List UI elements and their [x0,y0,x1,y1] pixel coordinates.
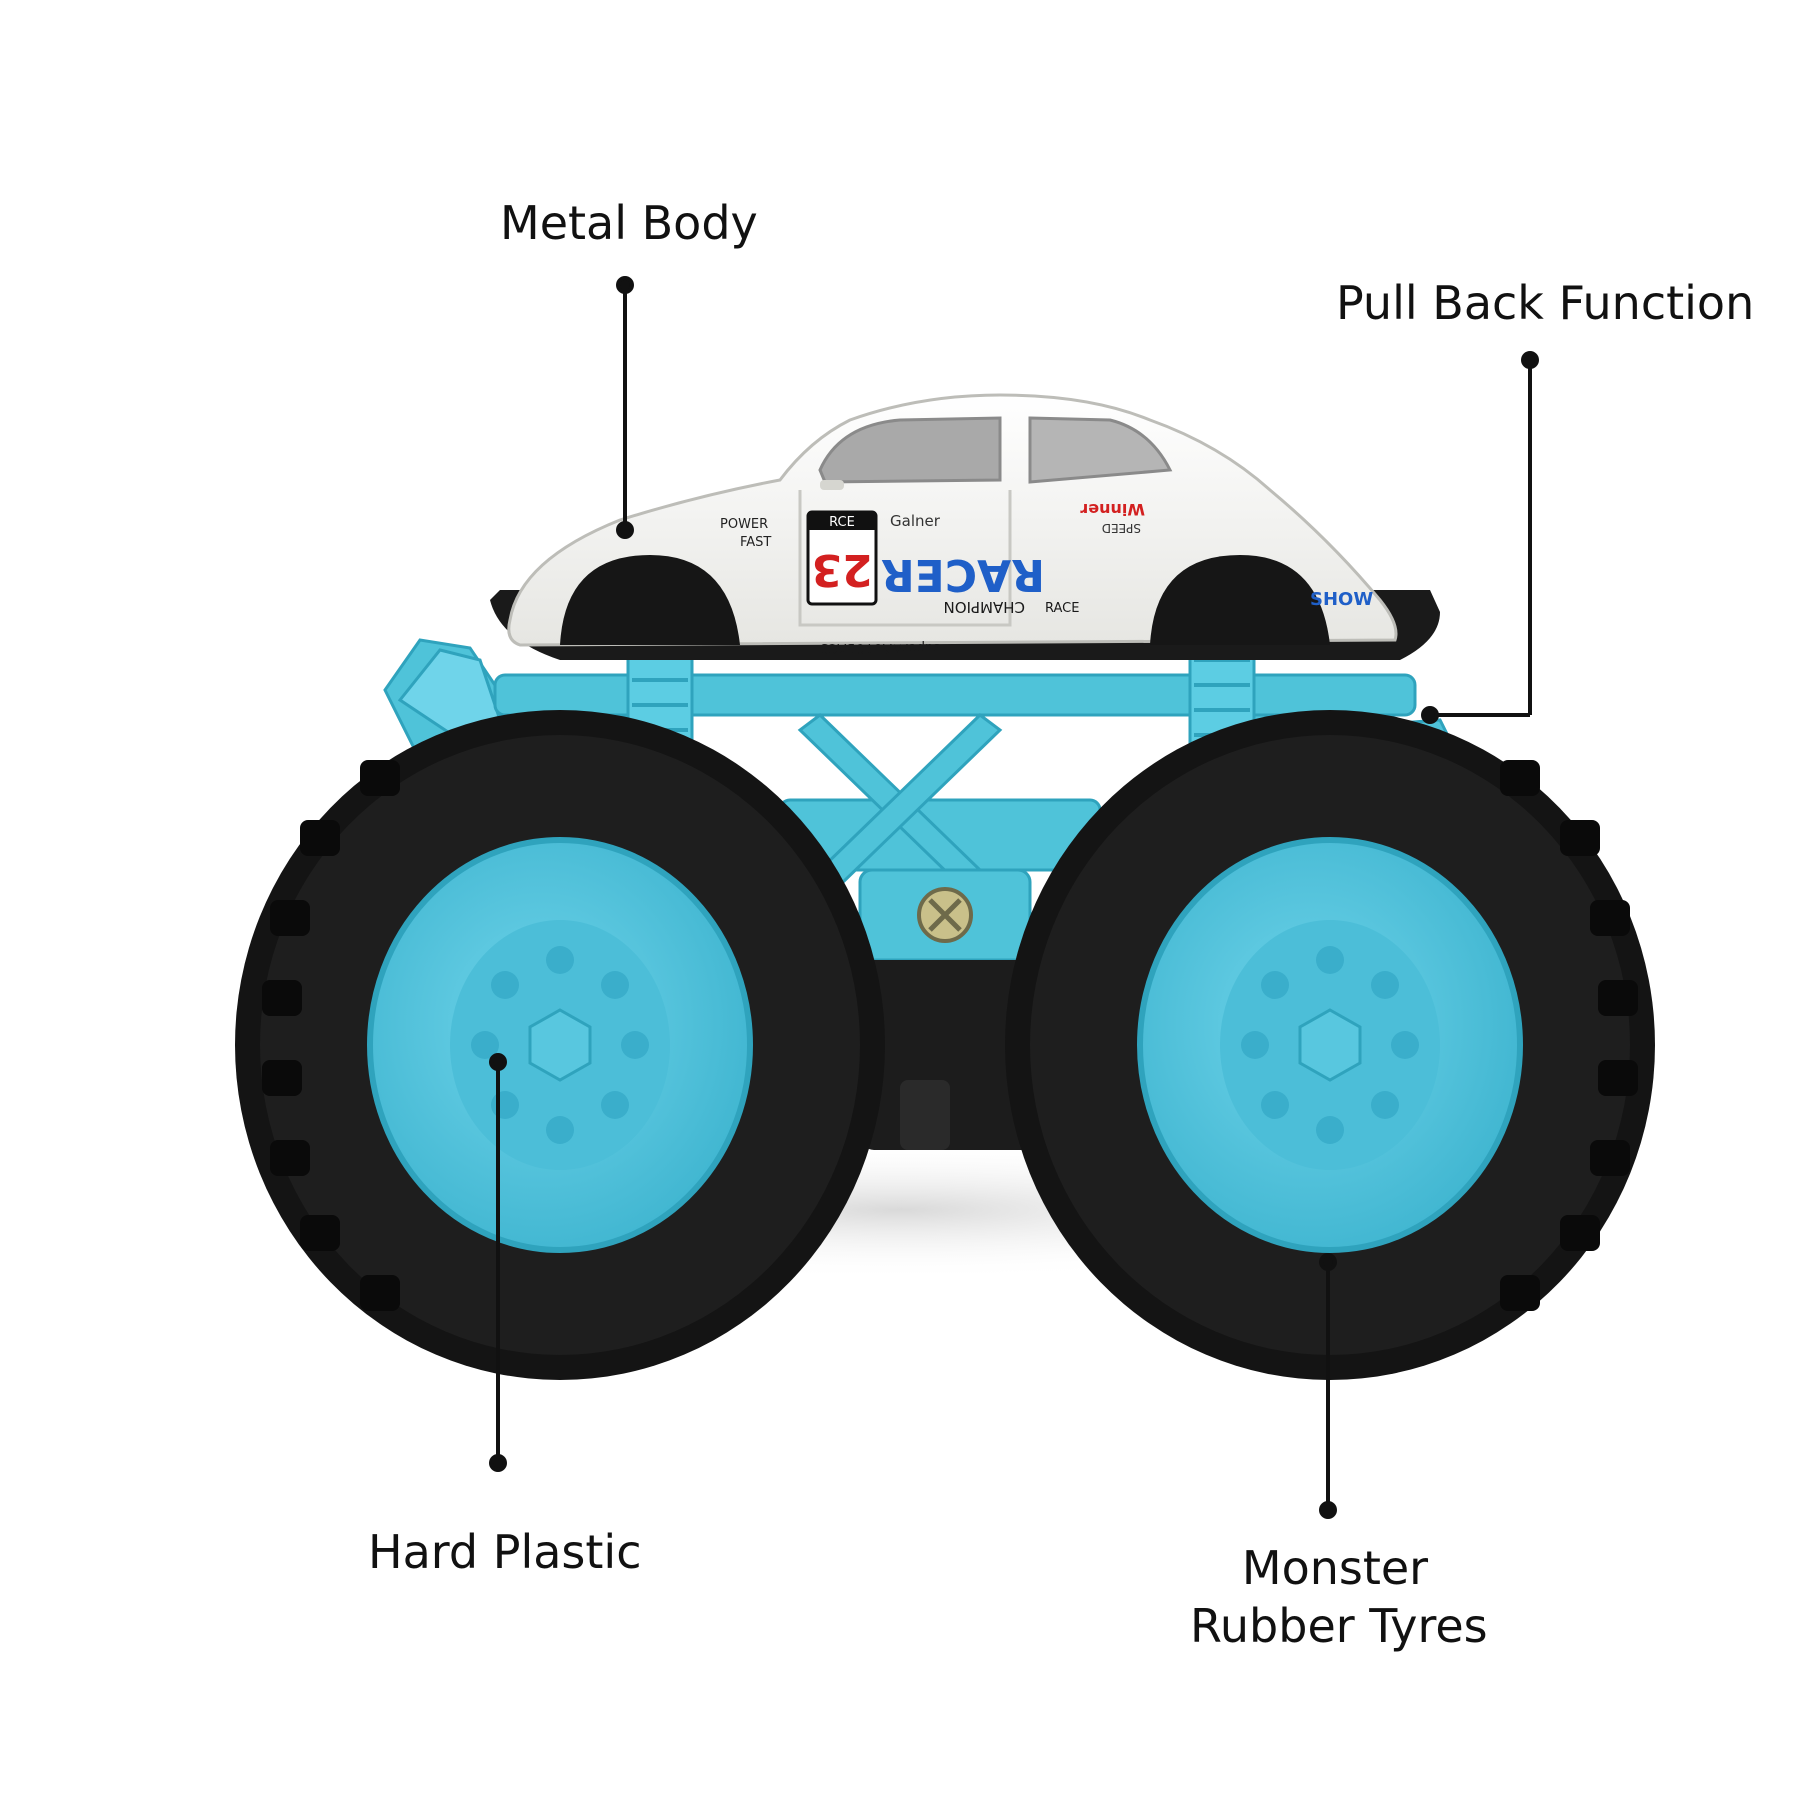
hard-plastic-label: Hard Plastic [368,1525,642,1579]
decal-power: POWER [720,517,768,532]
car-body [490,393,1440,660]
decal-super-autobacs: super☆AUTOBACS [820,640,940,655]
race-number: 23 [811,544,872,595]
metal-body-label: Metal Body [500,196,758,250]
decal-race-tag: RACE [1045,601,1079,616]
callout-end-tyres [1319,1501,1337,1519]
decal-champion: CHAMPION [944,598,1025,616]
rear-wheel-hub [367,837,753,1253]
callout-lines [489,276,1539,1519]
front-wheel-hub [1137,837,1523,1253]
callout-end-hard-plastic [489,1454,507,1472]
callout-end-pull-back [1421,706,1439,724]
decal-racer: RACER [881,549,1045,600]
decal-show: SHOW [1310,589,1373,610]
decal-fast: FAST [740,535,771,550]
rubber-tyres-label: Monster Rubber Tyres [1190,1540,1488,1655]
decal-winner: Winner [1080,500,1145,519]
race-number-plate: RCE 23 [806,510,878,606]
decal-galner: Galner [890,512,941,530]
pull-back-label: Pull Back Function [1336,276,1755,330]
rubber-tyres-label-line1: Monster [1241,1541,1429,1595]
decal-speed: SPEED [1102,521,1141,535]
callout-end-metal-body [616,521,634,539]
decal-rce: RCE [829,515,855,530]
rubber-tyres-label-line2: Rubber Tyres [1190,1598,1488,1653]
